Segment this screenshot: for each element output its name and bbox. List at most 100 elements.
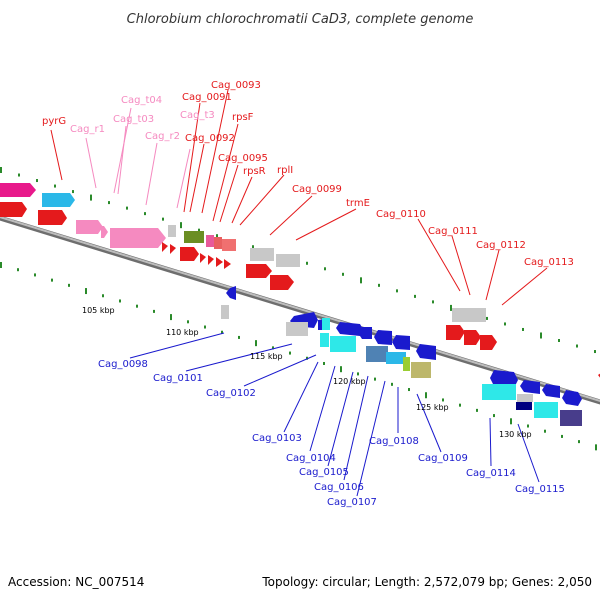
gene-blue-0103a[interactable]	[336, 322, 364, 336]
gene-label[interactable]: Cag_0108	[369, 436, 419, 447]
gene-sky-1[interactable]	[42, 193, 75, 207]
gene-blue-0105[interactable]	[392, 335, 410, 350]
scale-tick	[396, 289, 398, 293]
gene-red-a2[interactable]	[170, 244, 176, 254]
gene-blue-0108[interactable]	[416, 344, 436, 360]
gene-red-0113[interactable]	[480, 335, 497, 350]
scale-tick	[221, 330, 223, 334]
gene-red-0111[interactable]	[446, 325, 465, 340]
gene-label[interactable]: Cag_0091	[182, 92, 232, 103]
gene-grey-0114b[interactable]	[517, 394, 533, 402]
gene-label[interactable]: Cag_0110	[376, 209, 426, 220]
scale-tick	[522, 327, 524, 331]
gene-blue-0098a[interactable]	[226, 286, 236, 300]
gene-red-a4[interactable]	[208, 255, 214, 265]
gene-red-pyrG-rev[interactable]	[0, 202, 27, 217]
gene-olive-0092[interactable]	[184, 231, 204, 243]
gene-magenta-1[interactable]	[0, 183, 36, 197]
scale-tick	[558, 339, 560, 342]
gene-label[interactable]: Cag_0101	[153, 373, 203, 384]
gene-label[interactable]: Cag_t04	[121, 95, 162, 106]
gene-grey-trmE[interactable]	[276, 254, 300, 267]
gene-label[interactable]: Cag_0106	[314, 482, 364, 493]
gene-blue-0115b[interactable]	[562, 390, 582, 406]
gene-cyan-0115[interactable]	[534, 402, 558, 418]
scale-tick	[323, 361, 325, 365]
gene-label[interactable]: Cag_0114	[466, 468, 516, 479]
gene-grey-0098[interactable]	[221, 305, 229, 319]
gene-red-a6[interactable]	[224, 259, 231, 269]
gene-grey-1[interactable]	[168, 225, 176, 237]
scale-tick	[18, 173, 20, 177]
gene-blue-0115a[interactable]	[542, 384, 560, 398]
gene-cyan-0101c[interactable]	[322, 318, 330, 330]
gene-pink-r1[interactable]	[76, 220, 103, 234]
gene-label[interactable]: Cag_0103	[252, 433, 302, 444]
gene-red-rplI[interactable]	[246, 264, 272, 278]
scale-tick	[414, 294, 416, 298]
scale-tick	[594, 350, 596, 354]
gene-red-0095[interactable]	[180, 247, 199, 261]
gene-label[interactable]: Cag_0098	[98, 359, 148, 370]
scale-tick	[374, 377, 376, 381]
gene-red-0099b[interactable]	[270, 275, 294, 290]
gene-label[interactable]: rpsR	[243, 166, 266, 177]
gene-khaki-0108[interactable]	[411, 362, 431, 378]
gene-blue-0114b[interactable]	[520, 380, 540, 394]
gene-label[interactable]: Cag_0111	[428, 226, 478, 237]
gene-label[interactable]: Cag_0099	[292, 184, 342, 195]
gene-blue-0103b[interactable]	[358, 327, 372, 339]
gene-label[interactable]: Cag_0109	[418, 453, 468, 464]
gene-label[interactable]: rpsF	[232, 112, 254, 123]
gene-red-2[interactable]	[38, 210, 67, 225]
gene-cyan-0114[interactable]	[482, 384, 516, 400]
gene-label[interactable]: Cag_0092	[185, 133, 235, 144]
gene-cyan-0104[interactable]	[330, 336, 356, 352]
gene-label[interactable]: pyrG	[42, 116, 66, 127]
accession-text: Accession: NC_007514	[8, 575, 144, 589]
gene-label[interactable]: Cag_0107	[327, 497, 377, 508]
gene-pink-0093[interactable]	[206, 235, 214, 247]
gene-grey-0101[interactable]	[286, 322, 308, 336]
gene-steelblue-0105[interactable]	[366, 346, 388, 362]
gene-label[interactable]: Cag_0102	[206, 388, 256, 399]
scale-tick	[180, 222, 182, 229]
gene-red-0112[interactable]	[464, 330, 481, 345]
gene-label[interactable]: Cag_0115	[515, 484, 565, 495]
gene-cyan-0102[interactable]	[320, 333, 329, 347]
scale-label-130: 130 kbp	[499, 430, 532, 439]
gene-label[interactable]: trmE	[346, 198, 370, 209]
gene-label[interactable]: Cag_0105	[299, 467, 349, 478]
gene-red-a3[interactable]	[200, 253, 206, 263]
scale-label-115: 115 kbp	[250, 352, 283, 361]
gene-label[interactable]: Cag_r1	[70, 124, 105, 135]
gene-pink-t04[interactable]	[101, 226, 108, 238]
gene-label[interactable]: Cag_0112	[476, 240, 526, 251]
gene-grey-0099[interactable]	[250, 248, 274, 261]
gene-salmon-rpsF[interactable]	[214, 237, 222, 249]
gene-lime-0107[interactable]	[403, 357, 410, 371]
gene-label[interactable]: Cag_t03	[113, 114, 154, 125]
gene-sky-0106[interactable]	[386, 352, 406, 364]
gene-label[interactable]: rplI	[277, 165, 293, 176]
gene-slate-0115[interactable]	[560, 410, 582, 426]
gene-blue-0114a[interactable]	[490, 370, 518, 388]
gene-label[interactable]: Cag_0093	[211, 80, 261, 91]
scale-tick	[108, 201, 110, 205]
gene-label[interactable]: Cag_0095	[218, 153, 268, 164]
scale-tick	[85, 288, 87, 295]
gene-navy-0114[interactable]	[516, 402, 532, 410]
gene-blue-0104[interactable]	[374, 330, 392, 345]
gene-label[interactable]: Cag_0113	[524, 257, 574, 268]
map-title: Chlorobium chlorochromatii CaD3, complet…	[127, 12, 474, 27]
scale-tick	[306, 356, 308, 360]
gene-red-a1[interactable]	[162, 242, 168, 252]
gene-label[interactable]: Cag_r2	[145, 131, 180, 142]
scale-tick	[540, 332, 542, 339]
gene-label[interactable]: Cag_t3	[180, 110, 215, 121]
gene-pink-r2[interactable]	[110, 228, 166, 248]
gene-red-a5[interactable]	[216, 257, 223, 267]
gene-grey-0110[interactable]	[452, 308, 486, 322]
gene-salmon-rpsR[interactable]	[222, 239, 236, 251]
gene-label[interactable]: Cag_0104	[286, 453, 336, 464]
